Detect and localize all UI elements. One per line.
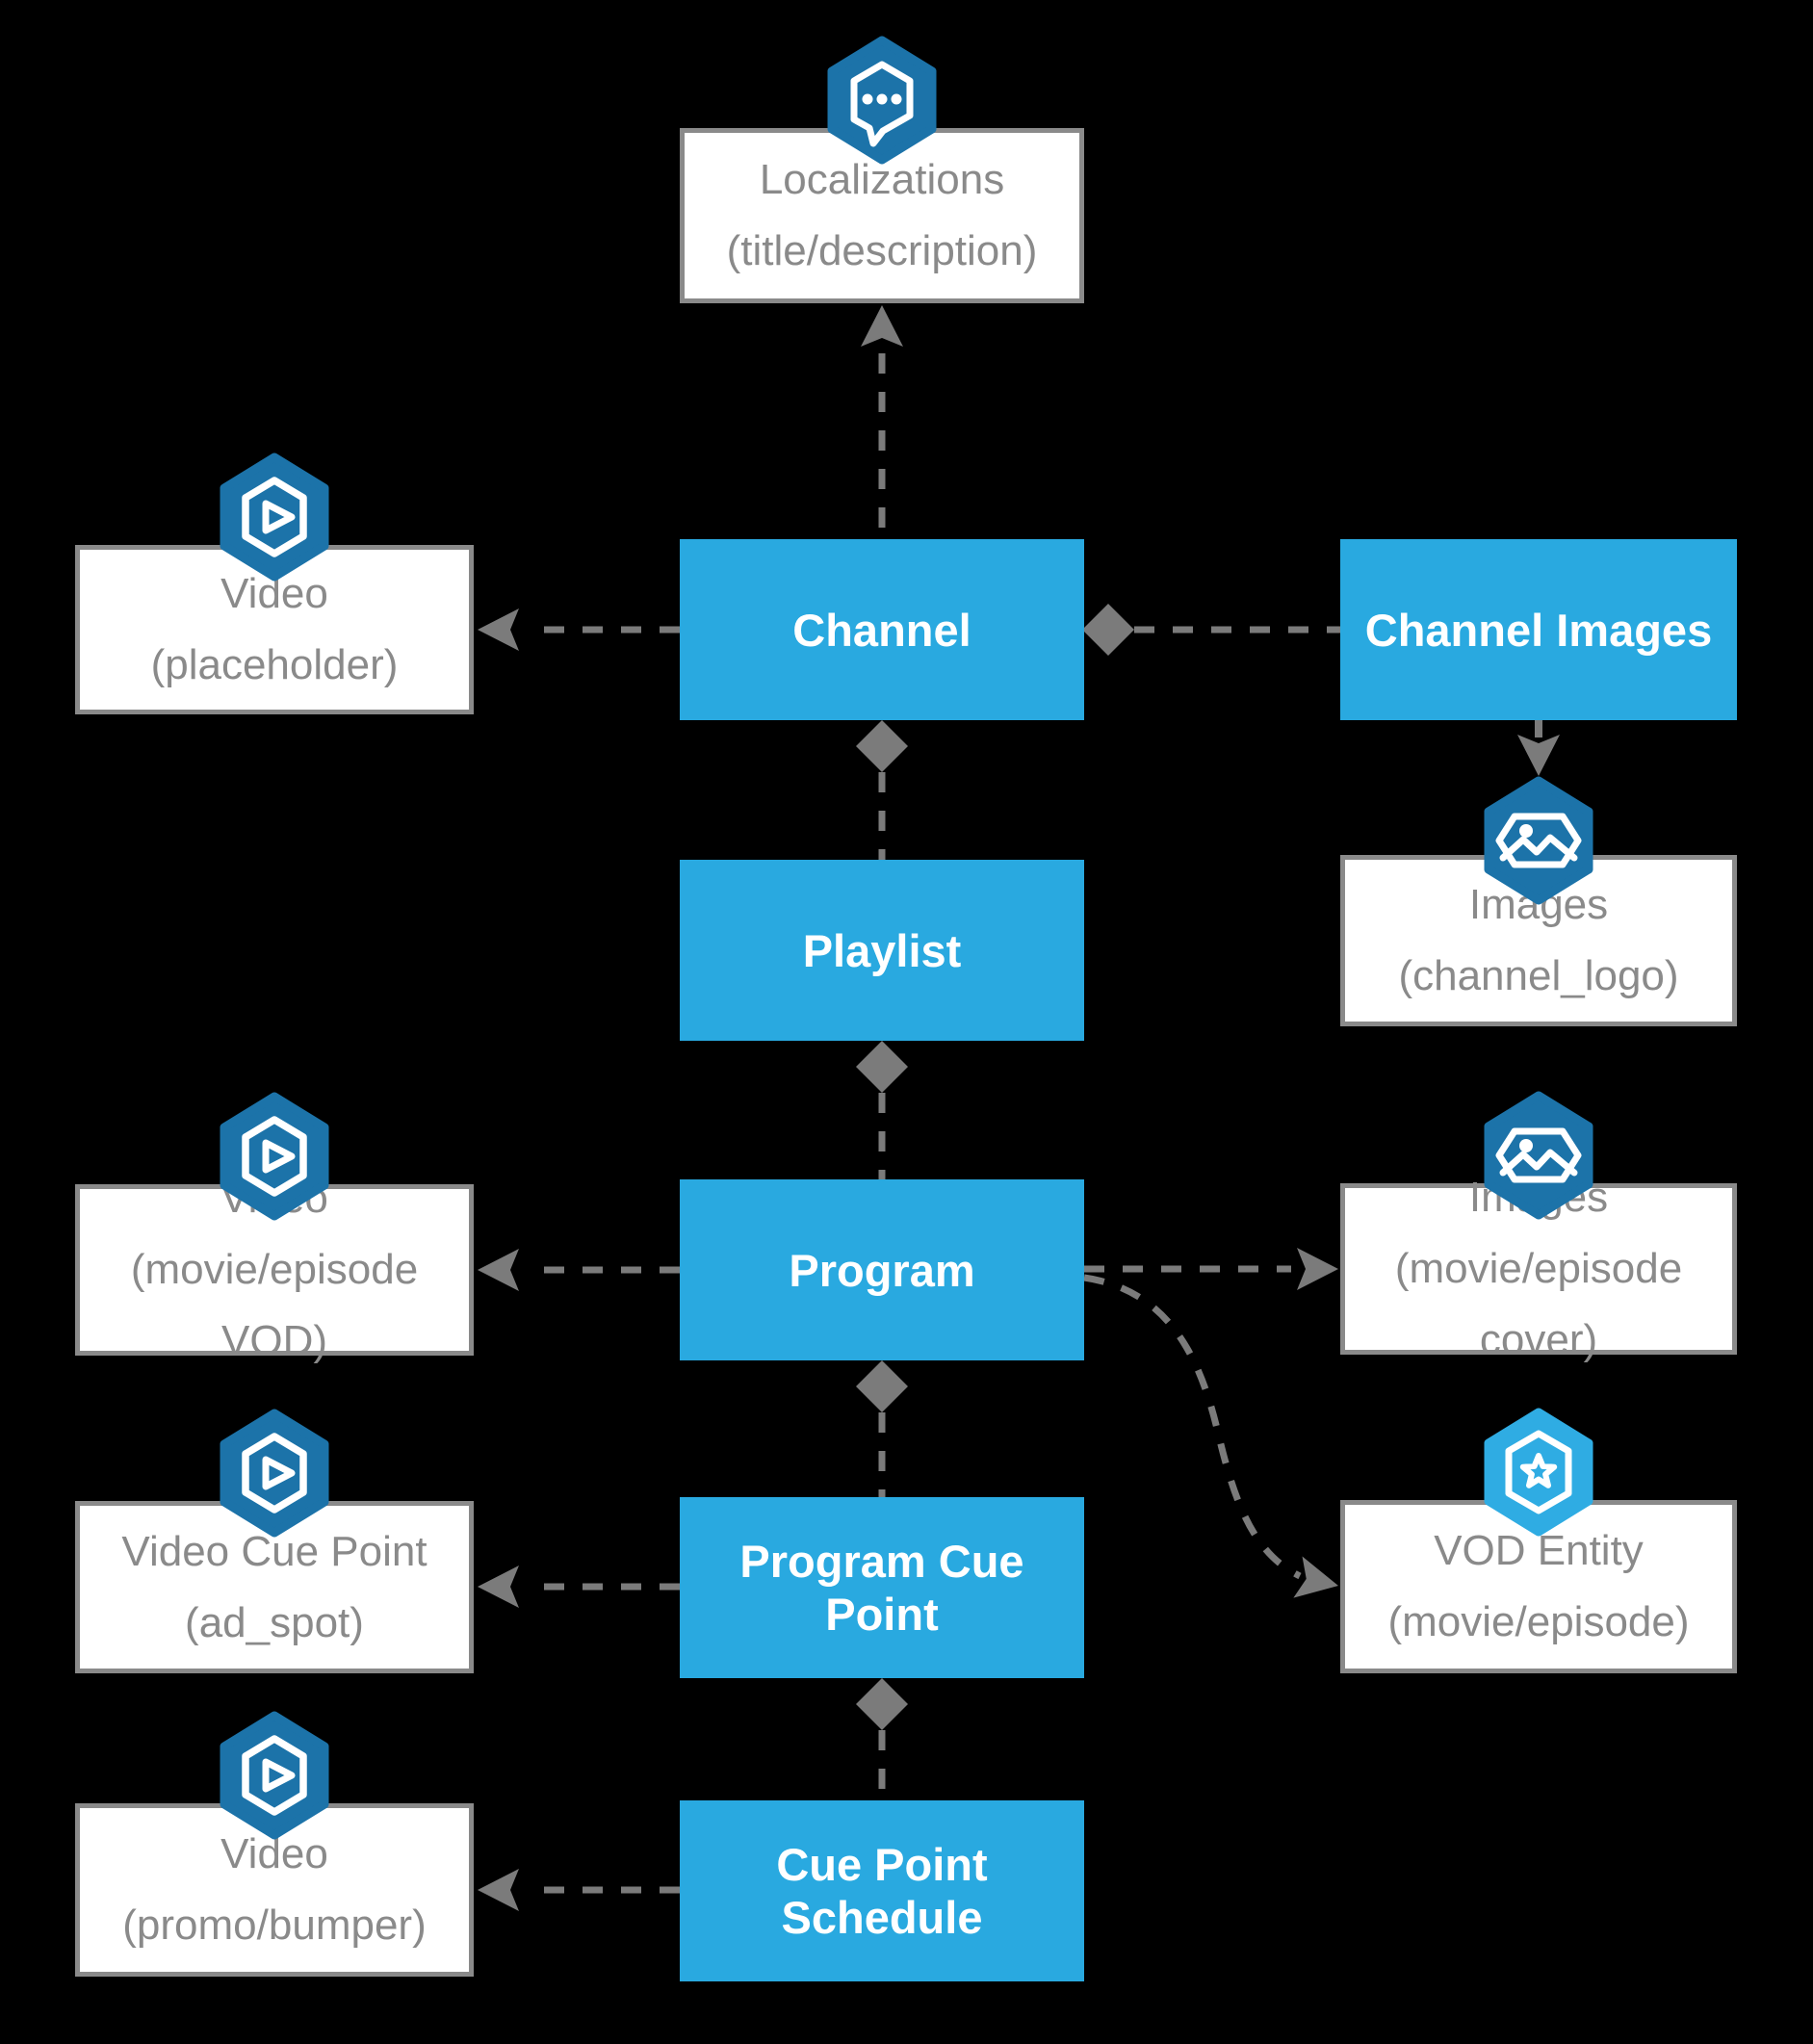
aggregation-diamond: [856, 1678, 908, 1730]
node-label: Channel Images: [1364, 604, 1713, 656]
node-sublabel: (movie/episode): [1387, 1598, 1690, 1645]
node-playlist: Playlist: [680, 860, 1084, 1041]
node-cue-point-schedule: Cue Point Schedule: [680, 1800, 1084, 1981]
node-channel: Channel: [680, 539, 1084, 720]
video-icon: [216, 453, 333, 582]
arrowhead-left-icon: [478, 608, 519, 651]
arrowhead-left-icon: [478, 1249, 519, 1291]
node-program-cue-point: Program Cue Point: [680, 1497, 1084, 1678]
arrowhead-left-icon: [478, 1869, 519, 1911]
aggregation-diamond: [856, 1041, 908, 1093]
aggregation-diamond: [856, 1360, 908, 1412]
aggregation-diamond: [856, 720, 908, 772]
image-icon: [1480, 1091, 1597, 1220]
edge-program-vod-entity: [1083, 1274, 1302, 1580]
video-icon: [216, 1409, 333, 1538]
node-sublabel: (placeholder): [150, 641, 399, 688]
star-icon: [1480, 1408, 1597, 1537]
node-sublabel: (title/description): [726, 227, 1038, 274]
arrowhead-down-icon: [1517, 735, 1560, 776]
arrowhead-right-icon: [1293, 1556, 1338, 1598]
arrowhead-right-icon: [1297, 1248, 1338, 1290]
node-label: Playlist: [802, 924, 962, 976]
node-sublabel: (movie/episode VOD): [130, 1246, 419, 1364]
node-label: Channel: [792, 604, 971, 656]
node-label: Program: [789, 1244, 975, 1296]
node-sublabel: (promo/bumper): [122, 1902, 427, 1949]
arrowhead-left-icon: [478, 1565, 519, 1608]
node-sublabel: (movie/episode cover): [1394, 1245, 1683, 1363]
node-label: Cue Point Schedule: [776, 1839, 988, 1943]
video-icon: [216, 1092, 333, 1221]
video-icon: [216, 1711, 333, 1840]
arrowhead-up-icon: [861, 305, 903, 347]
node-channel-images: Channel Images: [1340, 539, 1737, 720]
node-program: Program: [680, 1179, 1084, 1360]
aggregation-diamond: [1082, 604, 1134, 656]
image-icon: [1480, 776, 1597, 905]
node-sublabel: (channel_logo): [1398, 952, 1679, 999]
chat-icon: [823, 36, 941, 165]
node-sublabel: (ad_spot): [185, 1598, 364, 1646]
node-label: Program Cue Point: [739, 1536, 1024, 1640]
